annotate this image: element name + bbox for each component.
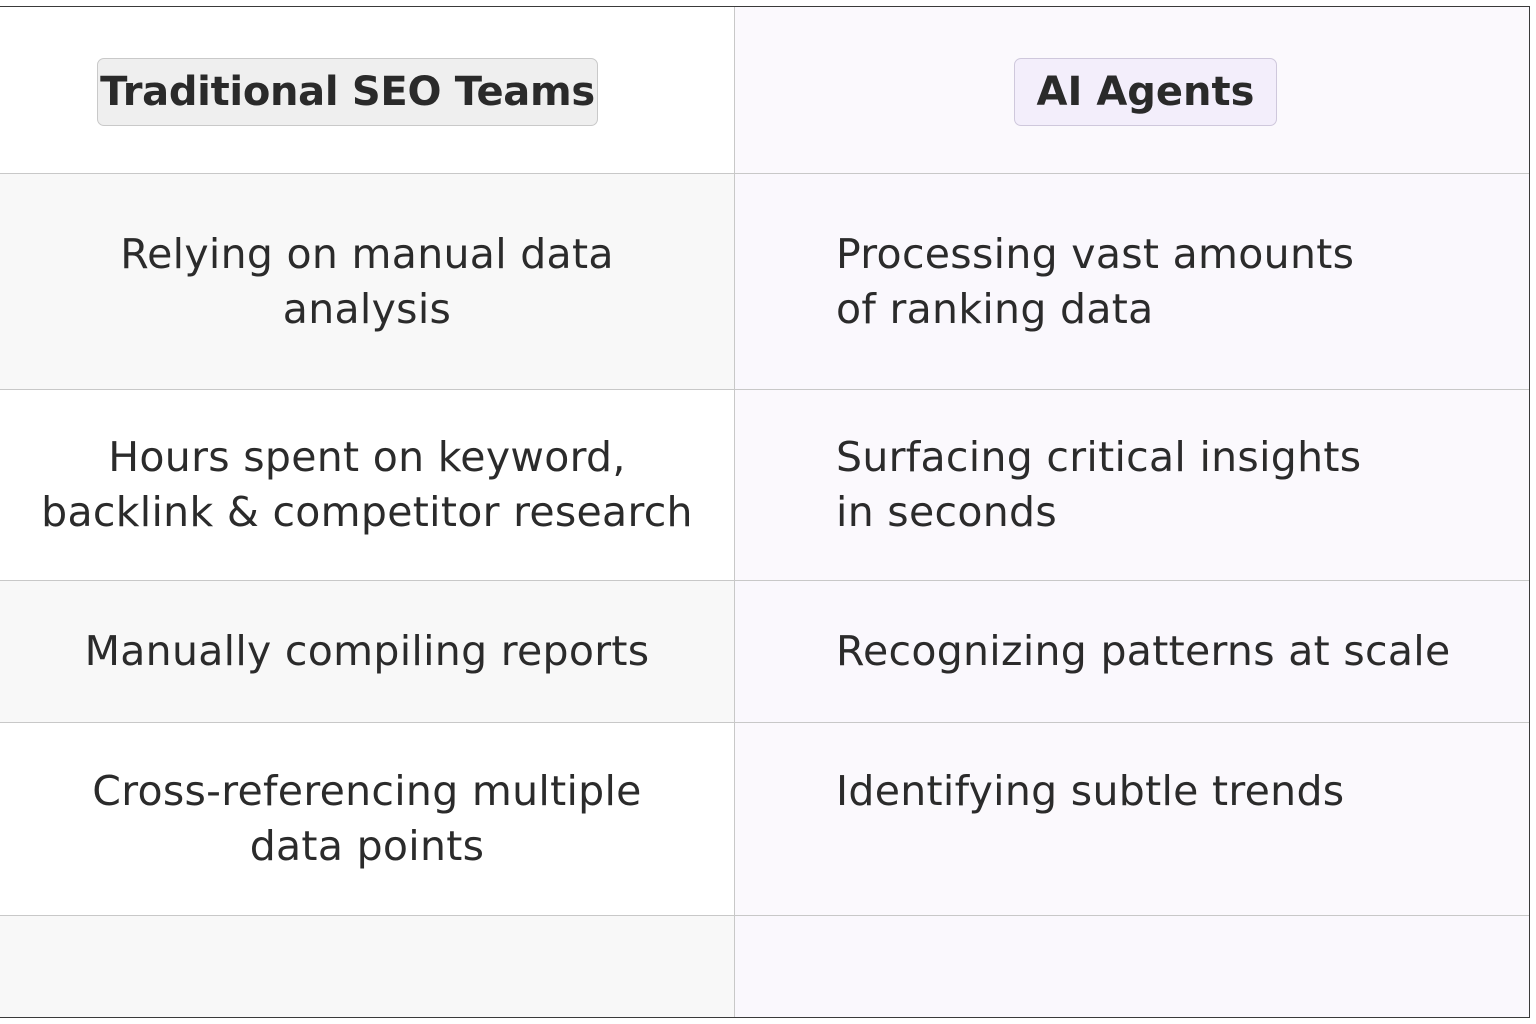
left-cell: Manually compiling reports — [0, 581, 734, 722]
left-cell: Hours spent on keyword, backlink & compe… — [0, 390, 734, 580]
right-cell: Surfacing critical insights in seconds — [735, 390, 1529, 580]
left-cell: Cross-referencing multiple data points — [0, 723, 734, 915]
table-row: Relying on manual data analysis Processi… — [0, 174, 1529, 390]
right-cell: Identifying subtle trends — [735, 723, 1529, 915]
right-cell-text: Surfacing critical insights in seconds — [836, 433, 1362, 536]
left-cell-text: Hours spent on keyword, backlink & compe… — [41, 433, 693, 536]
ai-agents-header: AI Agents — [1014, 58, 1277, 126]
left-cell-text: Cross-referencing multiple data points — [92, 767, 642, 870]
header-row: Traditional SEO Teams AI Agents — [0, 7, 1529, 174]
right-cell-text: Identifying subtle trends — [836, 767, 1345, 815]
right-cell: Processing vast amounts of ranking data — [735, 174, 1529, 389]
right-cell-text: Recognizing patterns at scale — [836, 627, 1451, 675]
column-divider — [734, 7, 735, 1017]
traditional-seo-teams-header: Traditional SEO Teams — [97, 58, 598, 126]
right-cell-text: Processing vast amounts of ranking data — [836, 229, 1355, 333]
table-row — [0, 916, 1529, 1017]
table-row: Manually compiling reports Recognizing p… — [0, 581, 1529, 723]
comparison-table: Traditional SEO Teams AI Agents Relying … — [0, 6, 1530, 1018]
right-cell — [735, 916, 1529, 1017]
table-row: Cross-referencing multiple data points I… — [0, 723, 1529, 916]
left-cell-text: Relying on manual data analysis — [120, 229, 614, 333]
left-cell-text: Manually compiling reports — [84, 627, 650, 675]
left-cell — [0, 916, 734, 1017]
table-row: Hours spent on keyword, backlink & compe… — [0, 390, 1529, 581]
left-cell: Relying on manual data analysis — [0, 174, 734, 389]
right-cell: Recognizing patterns at scale — [735, 581, 1529, 722]
